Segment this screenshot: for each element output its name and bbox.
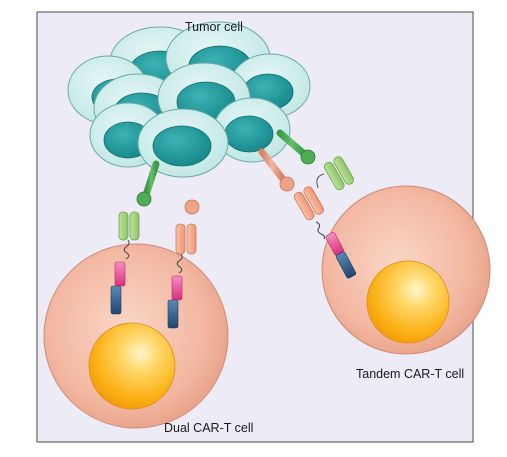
tumor-cell	[213, 97, 291, 163]
antigen-green-dual	[136, 160, 160, 207]
car-receptor-green	[110, 211, 140, 315]
label-tandem-car-t-cell: Tandem CAR-T cell	[356, 367, 464, 381]
label-dual-car-t-cell: Dual CAR-T cell	[164, 421, 253, 435]
antigen-green-tandem	[276, 129, 316, 165]
tumor-cell	[137, 108, 229, 178]
dual-car-t-nucleus	[88, 322, 176, 410]
tandem-car-receptor	[293, 156, 357, 279]
car-receptor-salmon	[167, 223, 197, 329]
label-tumor-cell: Tumor cell	[185, 20, 243, 34]
antigen-salmon-tandem	[258, 148, 295, 192]
tumor-cell-cluster	[67, 21, 311, 178]
dual-car-t-cell	[43, 211, 229, 429]
antigen-salmon-dual	[184, 168, 200, 215]
tandem-car-t-cell	[293, 156, 491, 355]
tandem-car-t-nucleus	[366, 260, 450, 344]
